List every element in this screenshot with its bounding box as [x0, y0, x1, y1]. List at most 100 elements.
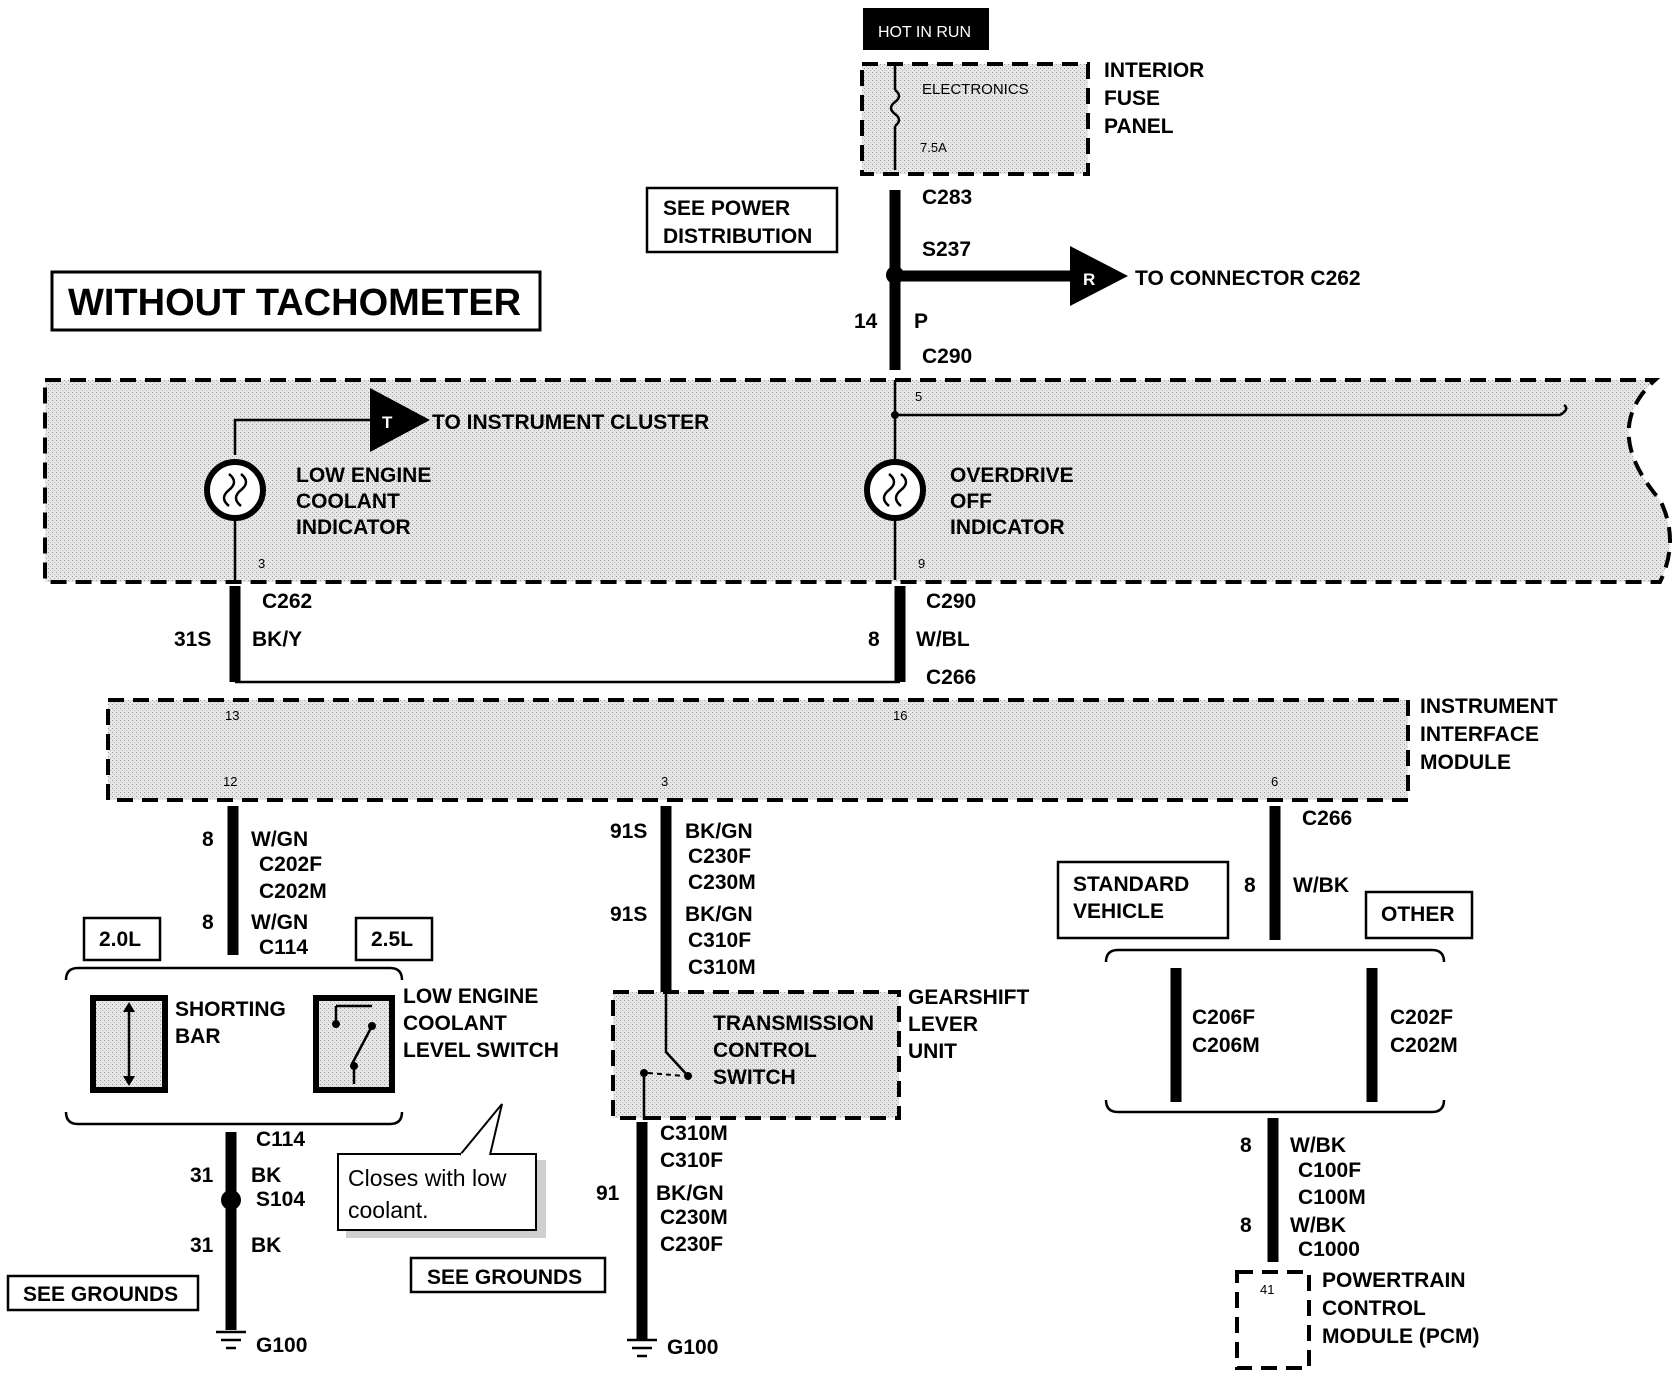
left-see-grounds: SEE GROUNDS [23, 1283, 178, 1306]
level-switch-label-1: LOW ENGINE [403, 985, 538, 1008]
right-color-1: W/BK [1293, 874, 1349, 897]
callout-line-2: coolant. [348, 1197, 429, 1223]
right-upper-wire: C290 8 W/BL C266 [235, 586, 976, 689]
hot-in-run-text: HOT IN RUN [878, 24, 971, 41]
pin-5: 5 [915, 389, 922, 404]
left-s104: S104 [256, 1188, 305, 1211]
glu-label-1: GEARSHIFT [908, 986, 1030, 1009]
c290-lower-label: C290 [926, 590, 976, 613]
hot-in-run-tag: HOT IN RUN [863, 8, 989, 50]
left-c202f: C202F [259, 853, 322, 876]
see-power-line-2: DISTRIBUTION [663, 225, 812, 248]
mid-color-3: BK/GN [656, 1182, 724, 1205]
mid-c230m-lower: C230M [660, 1206, 728, 1229]
left-upper-color: BK/Y [252, 628, 302, 651]
level-switch-icon [313, 995, 395, 1093]
pcm-label-2: CONTROL [1322, 1297, 1426, 1320]
glu-label-3: UNIT [908, 1040, 957, 1063]
low-coolant-label-3: INDICATOR [296, 516, 411, 539]
tcs-label-3: SWITCH [713, 1066, 796, 1089]
right-gauge-1: 8 [1244, 874, 1256, 897]
title-text: WITHOUT TACHOMETER [68, 282, 521, 324]
right-c1000: C1000 [1298, 1238, 1360, 1261]
fuse-panel-label-2: FUSE [1104, 87, 1160, 110]
overdrive-label-1: OVERDRIVE [950, 464, 1074, 487]
connector-t-arrow [370, 388, 430, 452]
left-c114: C114 [259, 936, 308, 959]
title-box: WITHOUT TACHOMETER [50, 270, 542, 332]
low-coolant-label-1: LOW ENGINE [296, 464, 431, 487]
right-c100m: C100M [1298, 1186, 1366, 1209]
connector-r-arrow [1070, 246, 1128, 306]
mid-c310f: C310F [688, 929, 751, 952]
tcs-label-1: TRANSMISSION [713, 1012, 874, 1035]
shorting-bar-label-1: SHORTING [175, 998, 286, 1021]
instrument-cluster-region: 5 T TO INSTRUMENT CLUSTER 3 LOW ENGINE C… [43, 378, 1672, 584]
right-c202m: C202M [1390, 1034, 1458, 1057]
left-gauge-3: 31 [190, 1164, 214, 1187]
fuse-panel-label-1: INTERIOR [1104, 59, 1204, 82]
r-marker: R [1083, 270, 1095, 289]
mid-see-grounds: SEE GROUNDS [427, 1266, 582, 1289]
splice-s104 [221, 1190, 241, 1210]
c262-label: C262 [262, 590, 312, 613]
level-switch-label-2: COOLANT [403, 1012, 507, 1035]
pin-3-cluster: 3 [258, 556, 265, 571]
left-gauge-4: 31 [190, 1234, 214, 1257]
fuse-rating: 7.5A [920, 140, 947, 155]
shorting-bar-label-2: BAR [175, 1025, 221, 1048]
right-color-3: W/BK [1290, 1214, 1346, 1237]
callout-box: Closes with low coolant. [337, 1103, 546, 1238]
mid-color-2: BK/GN [685, 903, 753, 926]
mid-color-1: BK/GN [685, 820, 753, 843]
c290-label: C290 [922, 345, 972, 368]
right-c266: C266 [1302, 807, 1352, 830]
pin-9-cluster: 9 [918, 556, 925, 571]
to-instrument-cluster-text: TO INSTRUMENT CLUSTER [432, 411, 709, 434]
left-color-2: W/GN [251, 911, 308, 934]
c283-label: C283 [922, 186, 972, 209]
level-switch-label-3: LEVEL SWITCH [403, 1039, 559, 1062]
interior-fuse-panel: ELECTRONICS 7.5A INTERIOR FUSE PANEL [860, 59, 1204, 176]
mid-c230f: C230F [688, 845, 751, 868]
pcm-label-1: POWERTRAIN [1322, 1269, 1466, 1292]
mid-g100: G100 [667, 1336, 718, 1359]
iim-pin-12: 12 [223, 774, 237, 789]
iim-pin-3: 3 [661, 774, 668, 789]
tcs-label-2: CONTROL [713, 1039, 817, 1062]
right-upper-color: W/BL [916, 628, 970, 651]
callout-line-1: Closes with low [348, 1165, 507, 1191]
left-branch: 8 W/GN C202F C202M 8 W/GN C114 2.0L 2.5L… [6, 806, 559, 1357]
iim-pin-16: 16 [893, 708, 907, 723]
left-c202m: C202M [259, 880, 327, 903]
iim-label-1: INSTRUMENT [1420, 695, 1558, 718]
right-c206m: C206M [1192, 1034, 1260, 1057]
left-color-3: BK [251, 1164, 281, 1187]
right-c100f: C100F [1298, 1159, 1361, 1182]
right-gauge-3: 8 [1240, 1214, 1252, 1237]
left-color-1: W/GN [251, 828, 308, 851]
ground-g100-left-icon [216, 1330, 246, 1350]
standard-vehicle-2: VEHICLE [1073, 900, 1164, 923]
mid-c310m: C310M [688, 956, 756, 979]
glu-label-2: LEVER [908, 1013, 978, 1036]
fuse-icon [889, 89, 901, 127]
standard-vehicle-1: STANDARD [1073, 873, 1189, 896]
overdrive-off-indicator-bulb-icon [864, 459, 926, 521]
middle-branch: 91S BK/GN C230F C230M 91S BK/GN C310F C3… [409, 806, 1030, 1359]
iim-pin-13: 13 [225, 708, 239, 723]
engine-2-0l: 2.0L [99, 928, 141, 951]
pcm-label-3: MODULE (PCM) [1322, 1325, 1479, 1348]
left-upper-wire: C262 31S BK/Y [174, 586, 312, 682]
c266-upper-label: C266 [926, 666, 976, 689]
right-c206f: C206F [1192, 1006, 1255, 1029]
mid-gauge-1: 91S [610, 820, 647, 843]
mid-c310m-lower: C310M [660, 1122, 728, 1145]
see-power-line-1: SEE POWER [663, 197, 790, 220]
low-coolant-label-2: COOLANT [296, 490, 400, 513]
mid-gauge-3: 91 [596, 1182, 620, 1205]
low-coolant-indicator-bulb-icon [204, 459, 266, 521]
left-g100: G100 [256, 1334, 307, 1357]
right-gauge-2: 8 [1240, 1134, 1252, 1157]
